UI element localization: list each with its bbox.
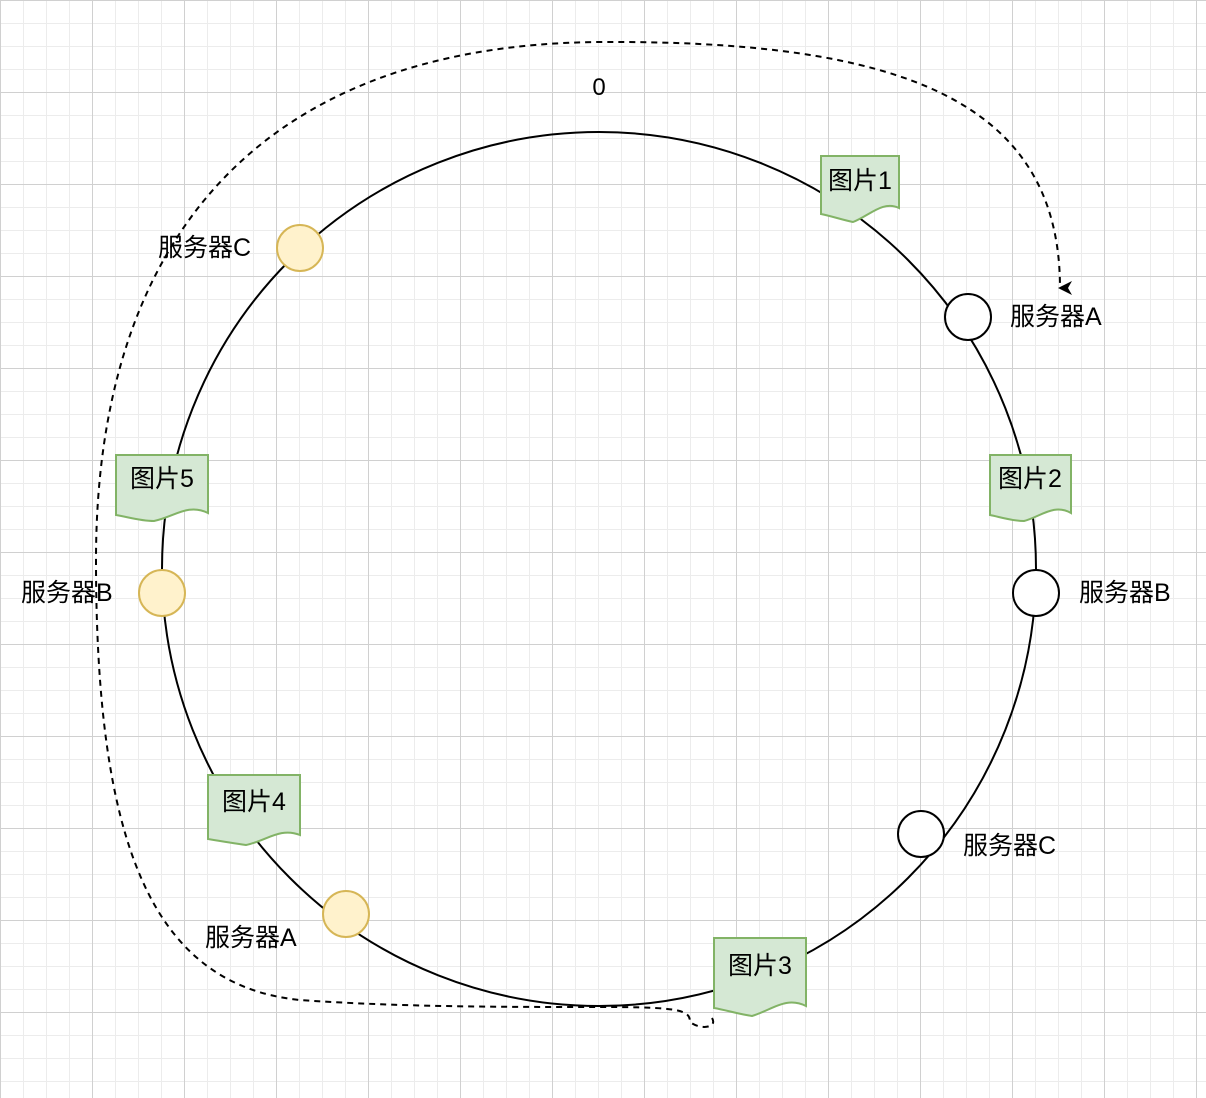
server-label: 服务器A xyxy=(205,924,297,952)
image-doc-2[interactable]: 图片2 xyxy=(989,454,1072,523)
server-label: 服务器B xyxy=(21,579,113,607)
server-node-virtual-b[interactable]: 服务器B xyxy=(21,569,186,617)
ring-zero-label: 0 xyxy=(592,74,605,101)
image-doc-3[interactable]: 图片3 xyxy=(713,937,807,1018)
server-label: 服务器B xyxy=(1079,579,1171,607)
server-node-virtual-a[interactable]: 服务器A xyxy=(205,890,370,952)
image-label: 图片5 xyxy=(130,465,194,493)
server-node-virtual-c[interactable]: 服务器C xyxy=(158,224,324,272)
image-doc-5[interactable]: 图片5 xyxy=(115,454,209,523)
image-doc-1[interactable]: 图片1 xyxy=(820,155,900,224)
image-label: 图片4 xyxy=(222,788,286,816)
server-node-real-b[interactable]: 服务器B xyxy=(1012,569,1171,617)
server-label: 服务器A xyxy=(1010,303,1102,331)
image-doc-4[interactable]: 图片4 xyxy=(207,774,301,847)
image-label: 图片2 xyxy=(998,465,1062,493)
image-label: 图片3 xyxy=(728,952,792,980)
server-label: 服务器C xyxy=(963,832,1056,860)
remap-arrow xyxy=(94,40,1073,1028)
server-node-real-a[interactable]: 服务器A xyxy=(944,293,1102,341)
image-label: 图片1 xyxy=(828,167,892,195)
server-label: 服务器C xyxy=(158,234,251,262)
server-node-real-c[interactable]: 服务器C xyxy=(897,810,1056,860)
